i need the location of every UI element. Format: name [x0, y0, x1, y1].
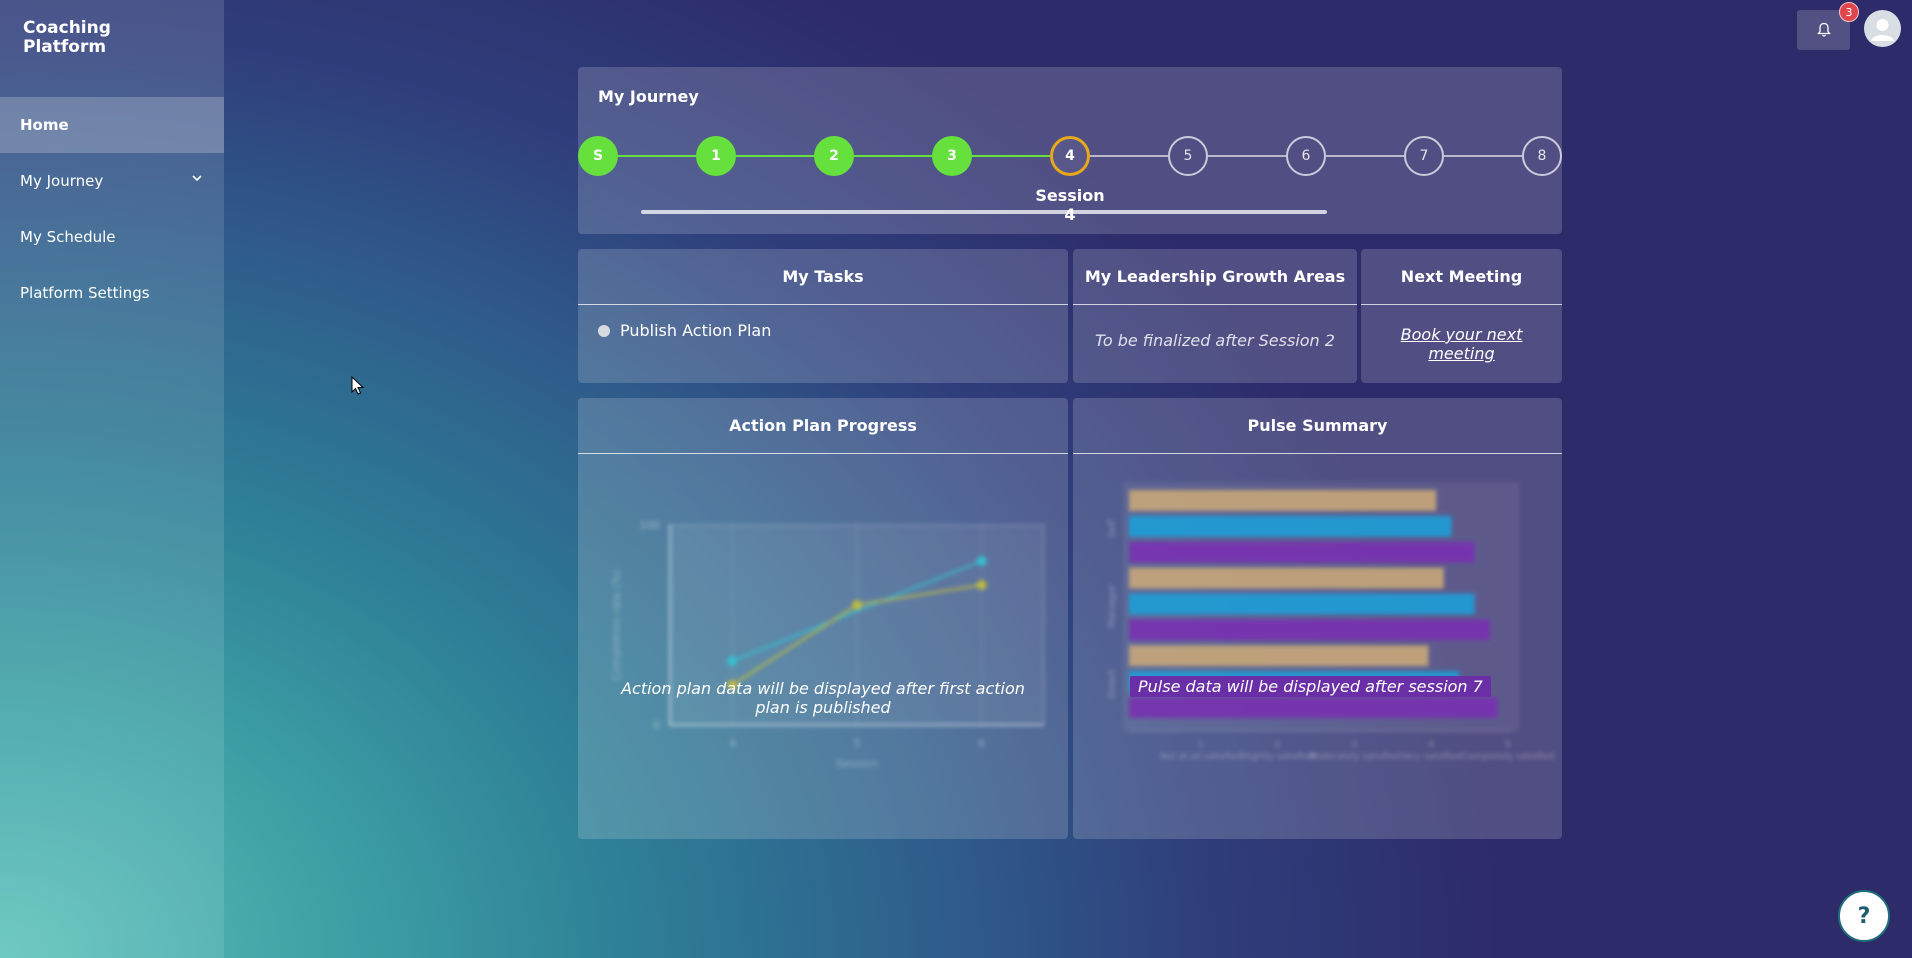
x-tick-number: 3 — [1352, 740, 1358, 750]
help-button[interactable]: ? — [1838, 890, 1890, 942]
x-tick-number: 2 — [1275, 740, 1281, 750]
growth-areas-title: My Leadership Growth Areas — [1073, 249, 1357, 305]
series-point — [727, 656, 738, 666]
growth-areas-card: My Leadership Growth Areas To be finaliz… — [1073, 249, 1357, 383]
pulse-empty-message: Pulse data will be displayed after sessi… — [1130, 676, 1491, 697]
sidebar-item-my-schedule[interactable]: My Schedule — [0, 209, 224, 265]
step-connector — [854, 155, 932, 157]
pulse-bar — [1129, 697, 1498, 718]
task-status-dot — [598, 324, 610, 337]
series-point — [852, 600, 862, 610]
step-connector — [618, 155, 696, 157]
step-2[interactable]: 2 — [814, 136, 854, 176]
category-label: Self — [1107, 519, 1118, 538]
pulse-bar — [1129, 593, 1475, 615]
pulse-bar — [1129, 490, 1437, 511]
sidebar: Coaching Platform Home My Journey My Sch… — [0, 0, 224, 958]
book-meeting-link[interactable]: Book your next meeting — [1400, 325, 1523, 363]
step-3[interactable]: 3 — [932, 136, 972, 176]
sidebar-item-my-journey[interactable]: My Journey — [0, 153, 224, 209]
x-tick-number: 4 — [1428, 740, 1434, 750]
series-point — [727, 680, 738, 690]
avatar[interactable] — [1864, 10, 1901, 47]
sidebar-item-label: My Schedule — [20, 228, 116, 246]
series-point — [976, 580, 987, 590]
brand-logo[interactable]: Coaching Platform — [23, 19, 183, 57]
my-tasks-title: My Tasks — [578, 249, 1068, 305]
x-tick-label: Moderately satisfied — [1309, 752, 1400, 762]
x-tick-label: 5 — [854, 737, 861, 750]
brand-line-2: Platform — [23, 37, 107, 57]
brand-line-1: Coaching — [23, 18, 111, 38]
step-connector — [1208, 155, 1286, 157]
sidebar-item-label: Platform Settings — [20, 284, 150, 302]
step-connector — [972, 155, 1050, 157]
x-tick-label: Slightly satisfied — [1240, 752, 1314, 762]
next-meeting-card: Next Meeting Book your next meeting — [1361, 249, 1562, 383]
sidebar-nav: Home My Journey My Schedule Platform Set… — [0, 97, 224, 321]
journey-stepper: S 1 2 3 4 5 6 7 8 — [578, 136, 1562, 176]
step-8[interactable]: 8 — [1522, 136, 1562, 176]
y-tick-label: 0 — [653, 719, 660, 732]
chevron-down-icon — [192, 175, 202, 182]
pulse-bar — [1129, 619, 1490, 641]
x-tick-label: 4 — [729, 737, 736, 750]
journey-title: My Journey — [598, 87, 699, 106]
x-tick-label: Completely satisfied — [1462, 752, 1554, 762]
stepper-scrollbar[interactable] — [641, 210, 1327, 214]
step-1[interactable]: 1 — [696, 136, 736, 176]
next-meeting-title: Next Meeting — [1361, 249, 1562, 305]
user-icon — [1871, 19, 1894, 41]
task-label: Publish Action Plan — [620, 321, 772, 340]
sidebar-item-home[interactable]: Home — [0, 97, 224, 153]
pulse-summary-title: Pulse Summary — [1073, 398, 1562, 454]
x-axis-label: Session — [836, 757, 878, 770]
x-tick-label: Very satisfied — [1401, 752, 1462, 762]
current-session-label: Session 4 — [1035, 186, 1105, 224]
sidebar-item-label: Home — [20, 116, 69, 134]
action-plan-title: Action Plan Progress — [578, 398, 1068, 454]
step-6[interactable]: 6 — [1286, 136, 1326, 176]
sidebar-item-label: My Journey — [20, 172, 104, 190]
series-line — [731, 560, 983, 662]
step-7[interactable]: 7 — [1404, 136, 1444, 176]
mouse-cursor-icon — [351, 375, 365, 395]
pulse-bar — [1129, 515, 1452, 537]
my-tasks-card: My Tasks Publish Action Plan — [578, 249, 1068, 383]
x-tick-label: 6 — [978, 737, 985, 750]
series-point — [976, 556, 987, 566]
x-tick-number: 1 — [1198, 740, 1204, 750]
step-connector — [736, 155, 814, 157]
sidebar-item-platform-settings[interactable]: Platform Settings — [0, 265, 224, 321]
pulse-bar — [1129, 645, 1429, 667]
y-axis-label: Completion rate (%) — [610, 569, 623, 680]
pulse-bar — [1129, 541, 1475, 563]
step-connector — [1326, 155, 1404, 157]
category-label: Direct — [1107, 669, 1118, 699]
y-tick-label: 100 — [639, 519, 660, 532]
notification-count-badge: 3 — [1839, 2, 1859, 22]
step-connector — [1090, 155, 1168, 157]
x-tick-label: Not at all satisfied — [1160, 752, 1242, 762]
step-4[interactable]: 4 — [1050, 136, 1090, 176]
action-plan-empty-message: Action plan data will be displayed after… — [621, 679, 1025, 717]
pulse-bar — [1129, 567, 1444, 589]
x-tick-number: 5 — [1505, 740, 1511, 750]
growth-areas-text: To be finalized after Session 2 — [1095, 331, 1335, 350]
step-connector — [1444, 155, 1522, 157]
bell-icon — [1816, 22, 1831, 37]
task-item[interactable]: Publish Action Plan — [598, 321, 771, 340]
step-s[interactable]: S — [578, 136, 618, 176]
category-label: Manager — [1107, 584, 1118, 629]
step-5[interactable]: 5 — [1168, 136, 1208, 176]
